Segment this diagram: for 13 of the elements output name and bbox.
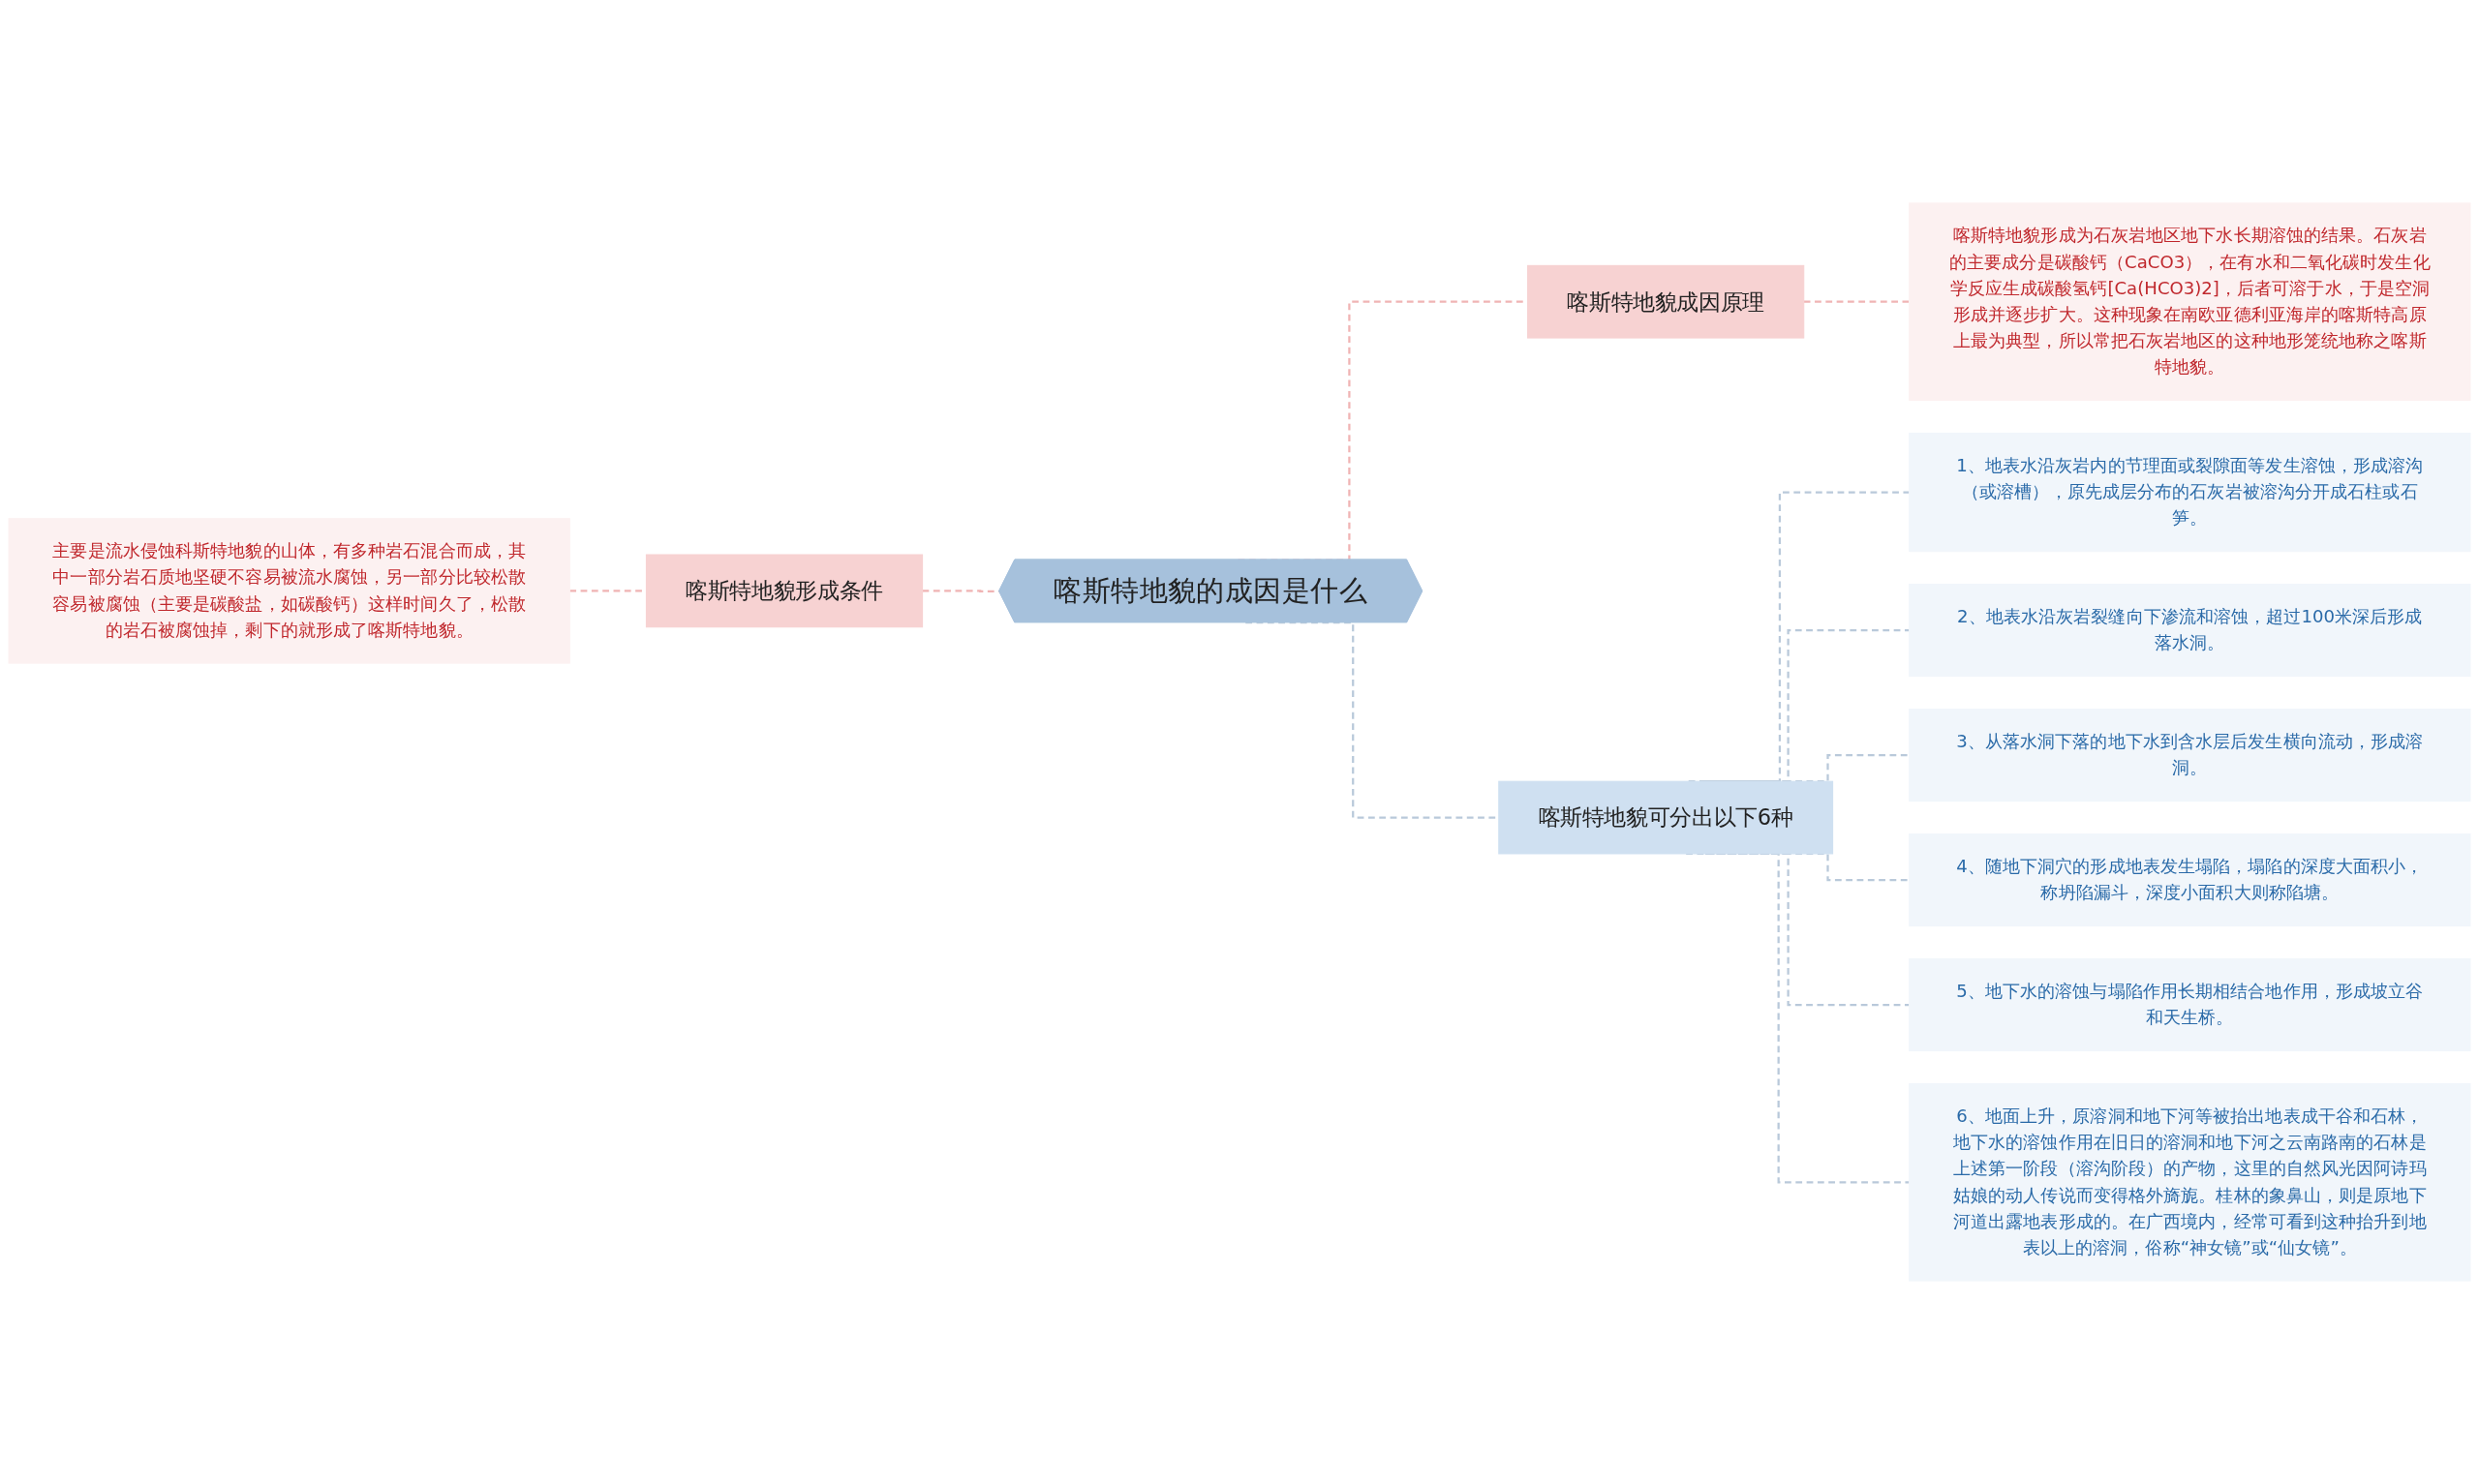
node-box: 6、地面上升，原溶洞和地下河等被抬出地表成干谷和石林，地下水的溶蚀作用在旧日的溶洞和地下河之云南路南的石林是上述第一阶段（溶沟阶段）的产物，这里的自然风光因阿诗玛姑娘的动人传说而变得格外旖旎。桂林的象鼻山，则是原地下河道出露地表形成的。在广西境内，经常可看到这种抬升到地表以上的溶洞，俗称“神女镜”或“仙女镜”。 <box>1909 1082 2471 1282</box>
node-box: 喀斯特地貌成因原理 <box>1527 264 1805 339</box>
node-box: 喀斯特地貌形成为石灰岩地区地下水长期溶蚀的结果。石灰岩的主要成分是碳酸钙（CaCO3），在有水和二氧化碳时发生化学反应生成碳酸氢钙[Ca(HCO3)2]，后者可溶于水，于是空洞形成并逐步扩大。这种现象在南欧亚德利亚海岸的喀斯特高原上最为典型，所以常把石灰岩地区的这种地形笼统地称之喀斯特地貌。 <box>1909 202 2471 402</box>
connector <box>922 590 1000 593</box>
node-box: 1、地表水沿灰岩内的节理面或裂隙面等发生溶蚀，形成溶沟（或溶槽），原先成层分布的石灰岩被溶沟分开成石柱或石笋。 <box>1909 432 2471 553</box>
node-box: 4、随地下洞穴的形成地表发生塌陷，塌陷的深度大面积小，称坍陷漏斗，深度小面积大则称陷塘。 <box>1909 833 2471 927</box>
node-box: 喀斯特地貌可分出以下6种 <box>1498 780 1834 855</box>
node-box: 喀斯特地貌形成条件 <box>645 554 924 628</box>
node-box: 3、从落水洞下落的地下水到含水层后发生横向流动，形成溶洞。 <box>1909 709 2471 803</box>
connector <box>1803 300 1910 303</box>
node-box: 2、地表水沿灰岩裂缝向下渗流和溶蚀，超过100米深后形成落水洞。 <box>1909 584 2471 678</box>
node-box: 5、地下水的溶蚀与塌陷作用长期相结合地作用，形成坡立谷和天生桥。 <box>1909 957 2471 1052</box>
node-box: 主要是流水侵蚀科斯特地貌的山体，有多种岩石混合而成，其中一部分岩石质地坚硬不容易被流水腐蚀，另一部分比较松散容易被腐蚀（主要是碳酸盐，如碳酸钙）这样时间久了，松散的岩石被腐蚀掉，剩下的就形成了喀斯特地貌。 <box>8 518 570 664</box>
